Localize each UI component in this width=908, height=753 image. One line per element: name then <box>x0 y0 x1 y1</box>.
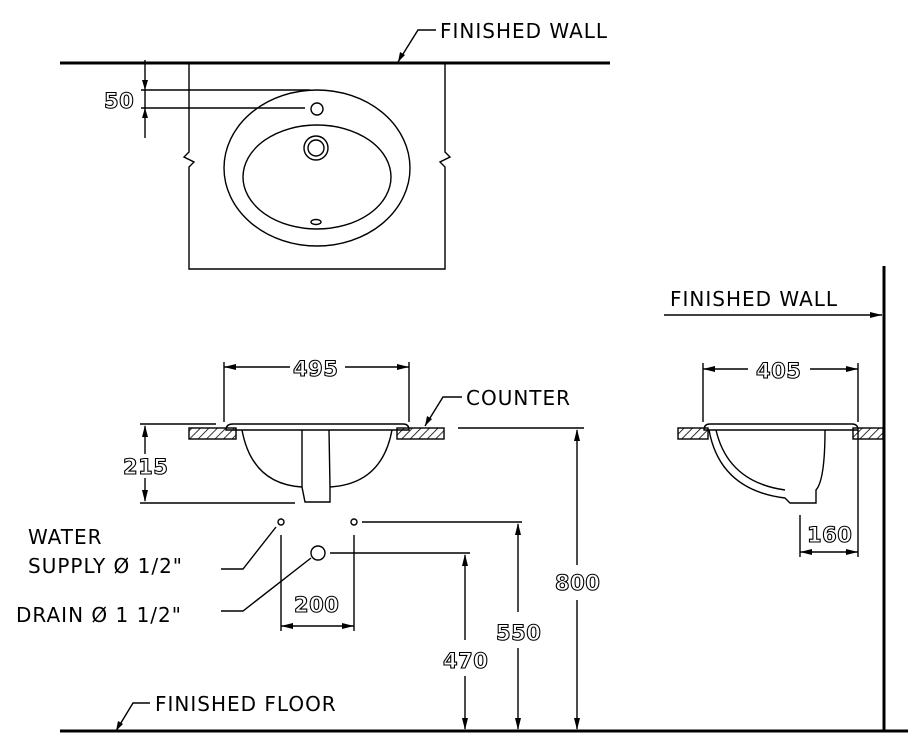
side-elevation: FINISHED WALL 405 160 <box>664 266 886 731</box>
dim-supply-height: 550 <box>496 621 541 645</box>
side-counter-slab-left <box>677 427 709 440</box>
leader-arrow-icon <box>398 52 405 62</box>
arrow-icon <box>846 366 858 372</box>
water-supply-left <box>277 518 285 526</box>
arrow-icon <box>574 718 580 730</box>
drain-inner <box>307 139 325 157</box>
arrow-icon <box>142 490 148 502</box>
overflow-hole <box>310 218 322 226</box>
counter-outline <box>182 63 452 270</box>
water-supply-leader <box>221 526 277 570</box>
water-supply-label-line1: WATER <box>28 525 103 549</box>
counter-leader <box>424 396 462 427</box>
finished-wall-top-label: FINISHED WALL <box>440 19 608 43</box>
drain-leader <box>221 557 312 612</box>
counter-label: COUNTER <box>466 386 571 410</box>
arrow-icon <box>515 718 521 730</box>
front-elevation: 495 COUNTER 215 WATER SUPPLY Ø 1/2" DRAI… <box>16 356 908 733</box>
basin-rim <box>225 423 410 431</box>
dim-counter-height: 800 <box>555 571 600 595</box>
finished-wall-leader <box>397 29 436 63</box>
dim-basin-front-to-back: 405 <box>756 359 801 383</box>
arrow-icon <box>281 623 293 629</box>
basin-bowl-left <box>241 429 303 488</box>
water-supply-right <box>350 518 358 526</box>
arrow-icon <box>574 429 580 441</box>
finished-floor-label: FINISHED FLOOR <box>155 692 337 716</box>
arrow-icon <box>224 364 236 370</box>
drain-label: DRAIN Ø 1 1/2" <box>16 603 182 627</box>
arrow-icon <box>142 108 148 118</box>
side-basin-rim <box>703 423 859 431</box>
arrow-icon <box>142 425 148 437</box>
basin-drain-boss <box>301 429 331 503</box>
side-basin-bowl <box>708 429 826 504</box>
dim-drain-height: 470 <box>443 649 488 673</box>
arrow-icon <box>515 523 521 535</box>
leader-arrow-icon <box>425 416 432 426</box>
dim-basin-depth: 215 <box>123 455 168 479</box>
finished-floor-leader <box>115 702 150 732</box>
counter-slab-right <box>396 427 445 440</box>
tap-hole <box>310 102 324 116</box>
basin-bowl-right <box>329 429 393 488</box>
arrow-icon <box>846 549 858 555</box>
plan-view: FINISHED WALL 50 <box>60 19 610 270</box>
basin-outer-rim <box>223 89 411 247</box>
arrow-icon <box>342 623 354 629</box>
dim-supply-spacing: 200 <box>294 593 339 617</box>
counter-slab-left <box>188 427 237 440</box>
side-counter-slab-right <box>852 427 884 440</box>
arrow-icon <box>462 554 468 566</box>
arrow-icon <box>397 364 409 370</box>
arrow-icon <box>462 718 468 730</box>
drain-point <box>310 545 326 561</box>
leader-arrow-icon <box>870 312 882 318</box>
dim-tap-hole-from-wall: 50 <box>104 89 134 113</box>
arrow-icon <box>703 366 715 372</box>
dim-drain-from-wall: 160 <box>807 523 852 547</box>
arrow-icon <box>800 549 812 555</box>
side-basin-bowl-inner <box>715 429 786 491</box>
drain-outer <box>303 135 329 161</box>
leader-arrow-icon <box>116 721 123 731</box>
dim-basin-width: 495 <box>293 357 338 381</box>
water-supply-label-line2: SUPPLY Ø 1/2" <box>28 554 183 578</box>
finished-wall-side-label: FINISHED WALL <box>670 287 838 311</box>
basin-bowl <box>242 124 392 230</box>
arrow-icon <box>142 80 148 90</box>
